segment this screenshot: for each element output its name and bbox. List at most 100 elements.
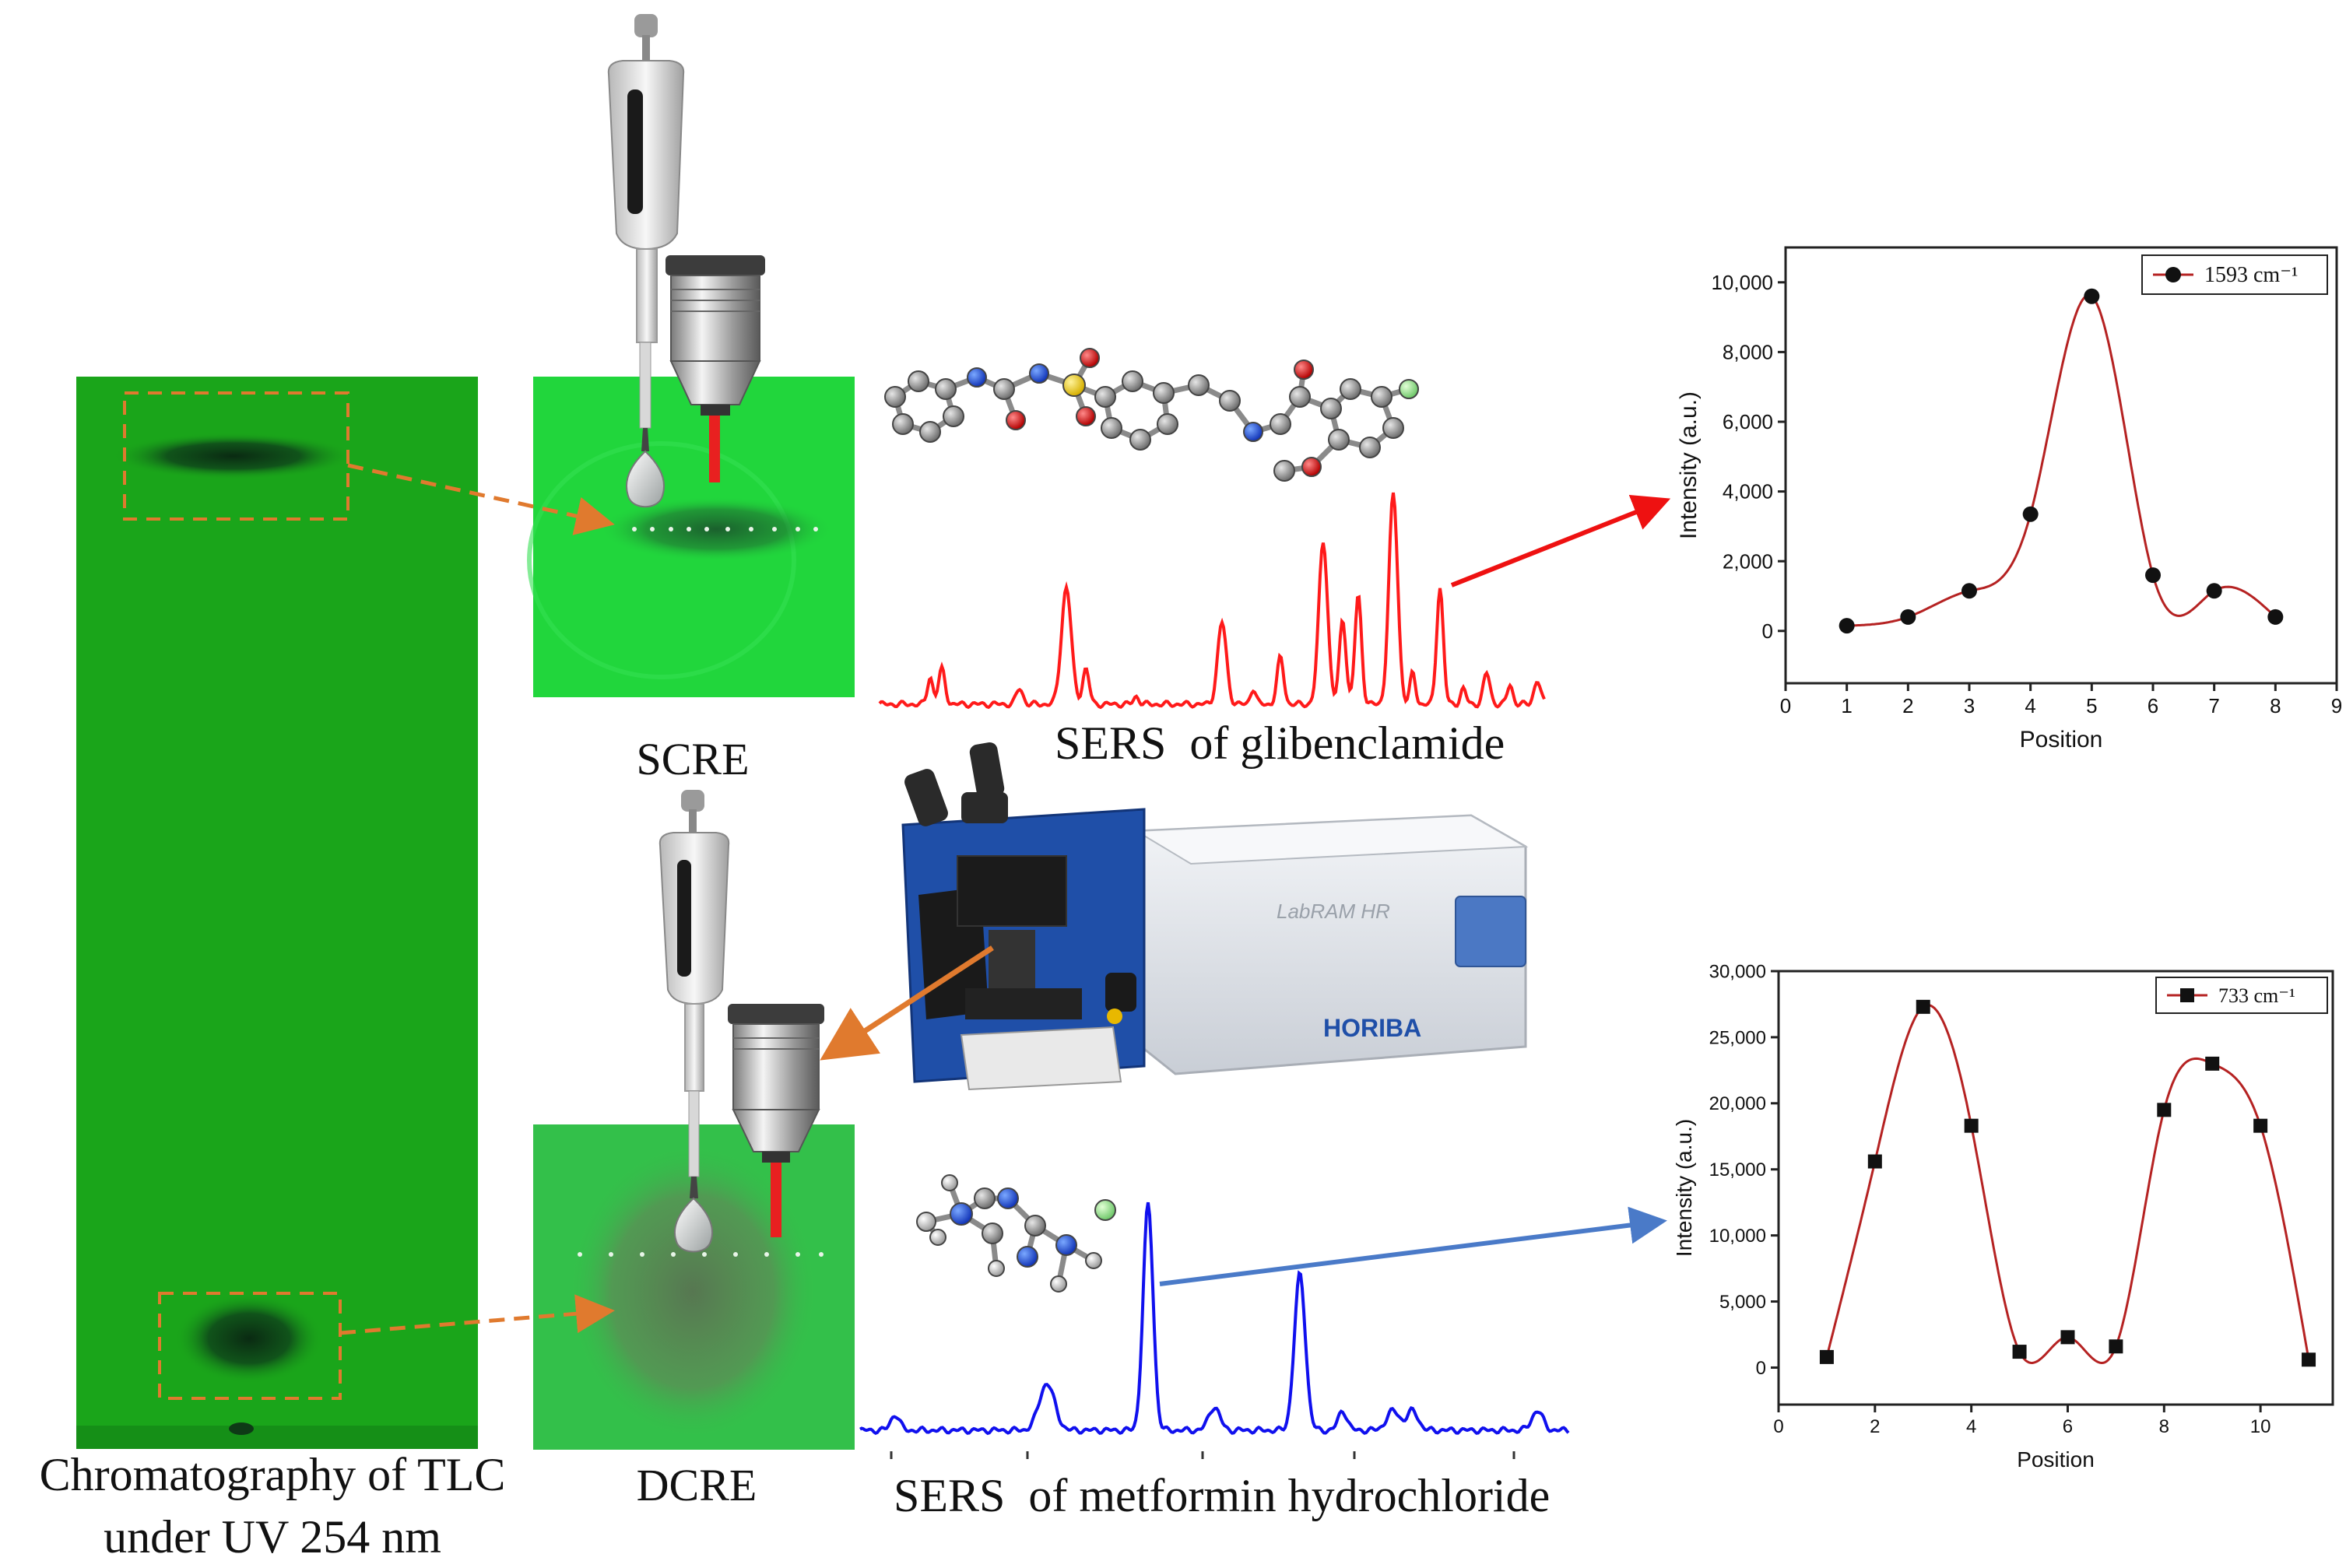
chart-733-ylabel: Intensity (a.u.) <box>1672 1119 1696 1257</box>
y-tick-label: 0 <box>1762 619 1773 643</box>
data-point <box>2060 1330 2075 1345</box>
objective-bottom <box>728 1004 824 1237</box>
x-tick-label: 4 <box>1966 1416 1976 1437</box>
scre-spot-ring <box>527 441 796 679</box>
tlc-highlight-box-bottom <box>158 1292 342 1400</box>
objective-top <box>666 255 765 482</box>
x-tick-label: 2 <box>1870 1416 1880 1437</box>
laser-beam-bottom <box>771 1163 781 1237</box>
x-tick-label: 0 <box>1780 694 1791 717</box>
chart-1593-frame <box>1784 246 2338 685</box>
chart-1593-yticks: 0 2,000 4,000 6,000 8,000 10,000 <box>1711 271 1786 643</box>
y-tick-label: 0 <box>1756 1358 1766 1379</box>
data-point <box>1819 1349 1834 1364</box>
arrow-glibenclamide-to-chart <box>1450 494 1671 588</box>
chart-733-legend: 733 cm⁻¹ <box>2155 977 2328 1014</box>
y-tick-label: 8,000 <box>1723 341 1773 364</box>
x-tick-label: 8 <box>2270 694 2281 717</box>
chart-733-xticks: 0 2 4 6 8 10 <box>1773 1405 2270 1437</box>
arrow-metformin-to-chart <box>1159 1206 1667 1286</box>
y-tick-label: 20,000 <box>1709 1093 1766 1114</box>
tlc-spot-glibenclamide <box>113 433 354 479</box>
x-tick-label: 2 <box>1902 694 1913 717</box>
data-point <box>1964 1118 1979 1133</box>
chart-733: 0 5,000 10,000 15,000 20,000 25,000 30,000 0 2 4… <box>1672 961 2334 1472</box>
arrow-tlc-to-scre <box>347 463 615 535</box>
x-tick-label: 3 <box>1964 694 1975 717</box>
tlc-plate-bottom-band <box>76 1426 478 1449</box>
x-tick-label: 0 <box>1773 1416 1783 1437</box>
chart-1593-ylabel: Intensity (a.u.) <box>1676 391 1702 539</box>
data-point <box>2253 1118 2268 1133</box>
y-tick-label: 25,000 <box>1709 1027 1766 1048</box>
tlc-plate <box>76 377 478 1449</box>
chart-1593-fit-curve <box>1846 293 2277 627</box>
data-point <box>2157 1103 2172 1117</box>
x-tick-label: 4 <box>2025 694 2035 717</box>
x-tick-label: 9 <box>2331 694 2342 717</box>
data-point <box>2267 609 2284 625</box>
y-tick-label: 10,000 <box>1709 1226 1766 1247</box>
metformin-spectrum-axis-ticks <box>890 1451 1515 1459</box>
data-point <box>2084 288 2100 304</box>
instrument-model-label: LabRAM HR <box>1277 900 1390 923</box>
y-tick-label: 2,000 <box>1723 549 1773 573</box>
data-point <box>2206 583 2222 599</box>
y-tick-label: 5,000 <box>1719 1292 1766 1313</box>
x-tick-label: 7 <box>2208 694 2219 717</box>
tlc-caption-line1: Chromatography of TLC <box>40 1449 506 1500</box>
instrument-brand-label: HORIBA <box>1323 1014 1421 1042</box>
data-point <box>2302 1352 2316 1367</box>
y-tick-label: 6,000 <box>1723 410 1773 433</box>
data-point <box>1961 583 1977 599</box>
y-tick-label: 30,000 <box>1709 961 1766 982</box>
raman-spectrometer-image: LabRAM HR HORIBA <box>901 742 1529 1091</box>
dcre-diffuse-spot <box>568 1144 817 1440</box>
chart-1593-legend-text: 1593 cm⁻¹ <box>2204 263 2298 287</box>
laser-beam-top <box>709 416 720 482</box>
arrow-spectrometer-to-objective <box>820 945 994 1061</box>
y-tick-label: 4,000 <box>1723 480 1773 503</box>
scre-spot-image <box>527 377 855 697</box>
sers-spectrum-glibenclamide <box>878 492 1546 710</box>
data-point <box>1867 1154 1882 1169</box>
y-tick-label: 10,000 <box>1711 271 1773 294</box>
data-point <box>1900 609 1916 625</box>
arrow-tlc-to-dcre <box>339 1294 615 1335</box>
sers-spectrum-metformin <box>859 1201 1570 1436</box>
scre-dark-band <box>599 496 833 562</box>
dcre-spot-image <box>533 1124 855 1450</box>
x-tick-label: 8 <box>2159 1416 2169 1437</box>
data-point <box>2145 567 2161 584</box>
pipette-top <box>607 14 685 508</box>
tlc-plate-background <box>76 377 478 1449</box>
data-point <box>2109 1339 2123 1354</box>
chart-1593-xticks: 0 1 2 3 4 5 6 7 8 9 <box>1780 683 2342 717</box>
dcre-laser-dots <box>578 1252 824 1257</box>
x-tick-label: 6 <box>2063 1416 2073 1437</box>
glibenclamide-molecule <box>884 348 1419 482</box>
chart-1593-points <box>1839 288 2284 634</box>
tlc-caption-line2: under UV 254 nm <box>104 1511 441 1563</box>
chart-733-legend-text: 733 cm⁻¹ <box>2218 984 2295 1007</box>
tlc-origin-dot <box>229 1422 254 1435</box>
label-sers-glibenclamide: SERS of glibenclamide <box>1055 717 1505 769</box>
x-tick-label: 6 <box>2148 694 2158 717</box>
chart-733-points <box>1819 999 2316 1367</box>
chart-1593-legend: 1593 cm⁻¹ <box>2141 254 2328 295</box>
scre-laser-dots <box>632 527 818 531</box>
tlc-spot-metformin <box>175 1293 323 1384</box>
pipette-bottom <box>658 790 730 1253</box>
x-tick-label: 1 <box>1841 694 1852 717</box>
chart-733-frame <box>1777 970 2334 1406</box>
y-tick-label: 15,000 <box>1709 1159 1766 1180</box>
chart-733-xlabel: Position <box>2017 1447 2095 1472</box>
data-point <box>2022 506 2039 522</box>
label-dcre: DCRE <box>637 1460 757 1510</box>
data-point <box>2205 1056 2220 1071</box>
x-tick-label: 5 <box>2086 694 2097 717</box>
data-point <box>2012 1345 2027 1359</box>
x-tick-label: 10 <box>2250 1416 2271 1437</box>
